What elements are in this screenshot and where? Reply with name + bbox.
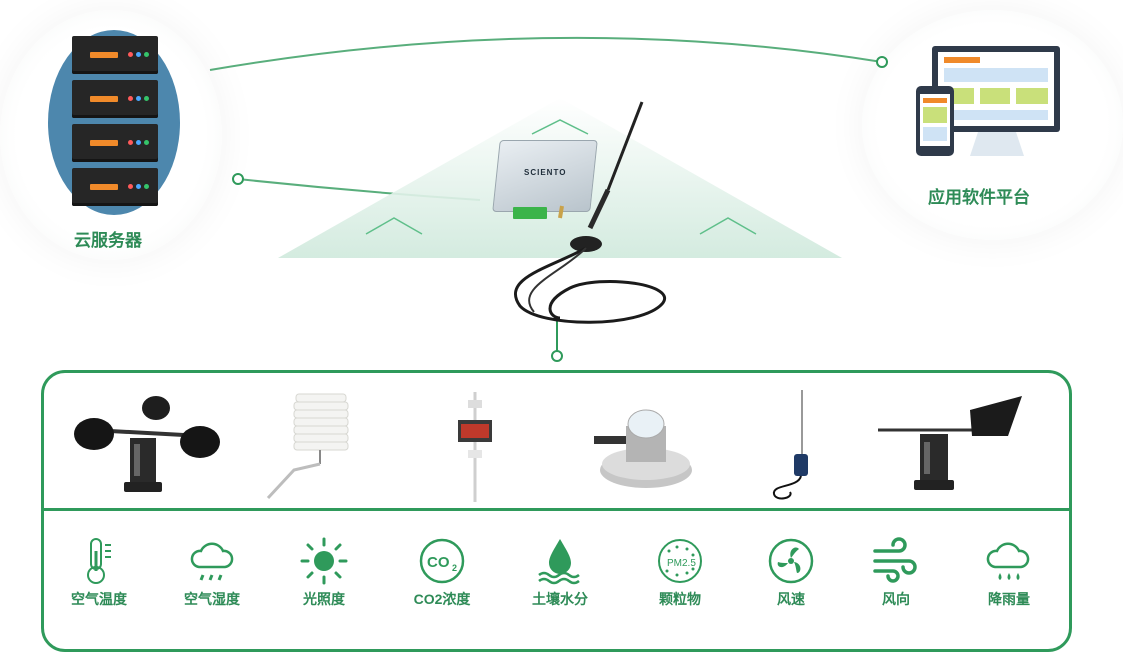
- param-soil-moisture: 土壤水分: [510, 537, 610, 617]
- thermometer-icon: [87, 538, 111, 584]
- server-unit-bar: [90, 52, 118, 58]
- svg-text:PM2.5: PM2.5: [667, 558, 696, 569]
- server-led: [128, 184, 133, 189]
- param-wind-speed: 风速: [741, 537, 841, 617]
- param-label: 颗粒物: [659, 591, 701, 607]
- gateway-terminal: [513, 207, 547, 219]
- param-illuminance: 光照度: [274, 537, 374, 617]
- param-label: 空气湿度: [184, 591, 240, 607]
- fan-icon: [768, 538, 814, 584]
- server-unit-bar: [90, 140, 118, 146]
- server-unit: [72, 80, 158, 118]
- server-unit: [72, 124, 158, 162]
- param-label: 空气温度: [71, 591, 127, 607]
- wind-vane-icon: [878, 396, 1022, 490]
- app-platform-icon: [916, 46, 1060, 156]
- gateway-brand: SCIENTO: [524, 168, 567, 177]
- cloud-rain-icon: [190, 542, 234, 581]
- co2-icon: CO 2: [419, 538, 465, 584]
- server-led: [144, 96, 149, 101]
- server-led: [128, 96, 133, 101]
- param-label: 风速: [777, 591, 805, 607]
- param-label: 光照度: [303, 591, 345, 607]
- server-led: [136, 184, 141, 189]
- server-led: [144, 140, 149, 145]
- server-unit: [72, 36, 158, 74]
- svg-text:2: 2: [452, 563, 457, 573]
- server-unit: [72, 168, 158, 206]
- server-unit-bar: [90, 184, 118, 190]
- param-label: 降雨量: [988, 591, 1030, 607]
- param-air-temperature: 空气温度: [49, 537, 149, 617]
- svg-text:CO: CO: [427, 554, 450, 571]
- wind-icon: [873, 537, 917, 583]
- server-label: 云服务器: [74, 231, 142, 250]
- pyranometer-icon: [594, 409, 692, 488]
- param-particulate: PM2.5 颗粒物: [630, 537, 730, 617]
- param-wind-direction: 风向: [846, 537, 946, 617]
- rain-cloud-icon: [986, 542, 1030, 580]
- pm25-icon: PM2.5: [658, 539, 702, 583]
- server-led: [136, 140, 141, 145]
- sun-icon: [300, 537, 348, 585]
- thermo-hygrometer-shield-icon: [266, 393, 349, 500]
- weather-station-pole-icon: [458, 392, 492, 502]
- param-label: 风向: [882, 591, 910, 607]
- server-led: [128, 140, 133, 145]
- param-label: CO2浓度: [413, 591, 471, 607]
- panel-divider: [41, 508, 1072, 511]
- param-label: 土壤水分: [532, 591, 588, 607]
- anemometer-cup-icon: [74, 396, 220, 492]
- server-led: [128, 52, 133, 57]
- soil-moisture-probe-icon: [773, 390, 808, 500]
- sensor-panel: [41, 370, 1072, 652]
- server-led: [136, 96, 141, 101]
- param-air-humidity: 空气湿度: [162, 537, 262, 617]
- app-label: 应用软件平台: [928, 188, 1030, 207]
- param-co2: CO 2 CO2浓度: [392, 537, 492, 617]
- water-drop-waves-icon: [538, 539, 580, 585]
- server-unit-bar: [90, 96, 118, 102]
- server-led: [144, 184, 149, 189]
- server-led: [144, 52, 149, 57]
- server-led: [136, 52, 141, 57]
- antenna-cable-icon: [513, 101, 667, 324]
- param-rainfall: 降雨量: [959, 537, 1059, 617]
